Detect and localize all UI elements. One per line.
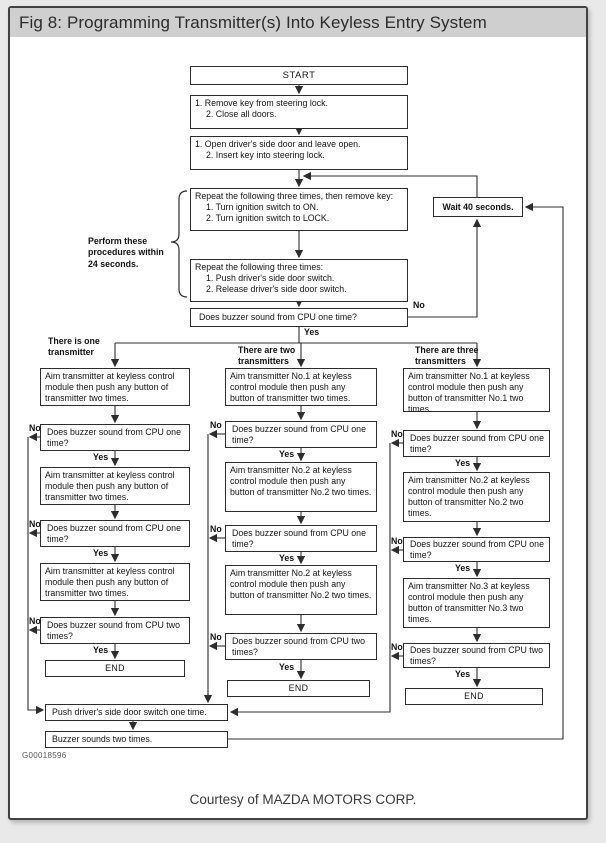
col1-question-1: Does buzzer sound from CPU one time? <box>40 424 190 451</box>
figure-title: Fig 8: Programming Transmitter(s) Into K… <box>19 12 487 32</box>
col3-no-3: No <box>391 642 403 652</box>
col2-question-2: Does buzzer sound from CPU one time? <box>225 525 377 552</box>
header-one-transmitter: There is one transmitter <box>48 336 100 358</box>
col2-yes-3: Yes <box>279 662 295 672</box>
col1-question-3: Does buzzer sound from CPU two times? <box>40 617 190 644</box>
col3-no-1: No <box>391 429 403 439</box>
col3-question-1: Does buzzer sound from CPU one time? <box>403 430 550 457</box>
col2-question-1: Does buzzer sound from CPU one time? <box>225 421 377 448</box>
col3-end: END <box>405 688 543 705</box>
col2-aim-1: Aim transmitter No.1 at keyless control … <box>225 368 377 406</box>
col2-no-1: No <box>210 420 222 430</box>
col3-question-3: Does buzzer sound from CPU two times? <box>403 643 550 668</box>
label-perform-within-24s: Perform these procedures within 24 secon… <box>88 236 164 269</box>
col1-no-3: No <box>29 616 41 626</box>
col2-no-2: No <box>210 524 222 534</box>
col2-aim-2: Aim transmitter No.2 at keyless control … <box>225 462 377 512</box>
header-three-transmitters: There are three transmitters <box>415 345 479 367</box>
col3-aim-2: Aim transmitter No.2 at keyless control … <box>403 472 550 522</box>
col1-no-1: No <box>29 423 41 433</box>
col1-question-2: Does buzzer sound from CPU one time? <box>40 520 190 547</box>
col2-end: END <box>227 680 370 697</box>
col2-yes-1: Yes <box>279 449 295 459</box>
col1-aim-2: Aim transmitter at keyless control modul… <box>40 467 190 505</box>
courtesy-text: Courtesy of MAZDA MOTORS CORP. <box>189 792 417 807</box>
node-wait-40s: Wait 40 seconds. <box>433 197 523 217</box>
col2-question-3: Does buzzer sound from CPU two times? <box>225 633 377 660</box>
label-no-top: No <box>413 300 425 310</box>
col1-yes-3: Yes <box>93 645 109 655</box>
node-remove-key: 1. Remove key from steering lock. 2. Clo… <box>190 95 408 129</box>
col2-aim-3: Aim transmitter No.2 at keyless control … <box>225 565 377 615</box>
col2-yes-2: Yes <box>279 553 295 563</box>
col3-no-2: No <box>391 536 403 546</box>
node-repeat-door-switch: Repeat the following three times: 1. Pus… <box>190 259 408 302</box>
label-yes-top: Yes <box>304 327 320 337</box>
col3-yes-1: Yes <box>455 458 471 468</box>
col1-yes-1: Yes <box>93 452 109 462</box>
header-two-transmitters: There are two transmitters <box>238 345 296 367</box>
col2-no-3: No <box>210 632 222 642</box>
col3-aim-1: Aim transmitter No.1 at keyless control … <box>403 368 550 414</box>
figure-title-bar: Fig 8: Programming Transmitter(s) Into K… <box>10 8 586 37</box>
col1-yes-2: Yes <box>93 548 109 558</box>
col3-question-2: Does buzzer sound from CPU one time? <box>403 537 550 562</box>
node-start: START <box>190 66 408 85</box>
col1-no-2: No <box>29 519 41 529</box>
col1-aim-1: Aim transmitter at keyless control modul… <box>40 368 190 406</box>
node-open-door: 1. Open driver's side door and leave ope… <box>190 136 408 170</box>
col3-yes-2: Yes <box>455 563 471 573</box>
node-push-door-switch: Push driver's side door switch one time. <box>45 704 228 721</box>
col1-aim-3: Aim transmitter at keyless control modul… <box>40 563 190 601</box>
figure-code: G00018596 <box>22 751 67 760</box>
col3-aim-3: Aim transmitter No.3 at keyless control … <box>403 578 550 628</box>
node-repeat-ignition: Repeat the following three times, then r… <box>190 188 408 231</box>
col3-yes-3: Yes <box>455 669 471 679</box>
node-buzzer-question: Does buzzer sound from CPU one time? <box>190 308 408 327</box>
node-buzzer-sounds-twice: Buzzer sounds two times. <box>45 731 228 748</box>
col1-end: END <box>45 660 185 677</box>
